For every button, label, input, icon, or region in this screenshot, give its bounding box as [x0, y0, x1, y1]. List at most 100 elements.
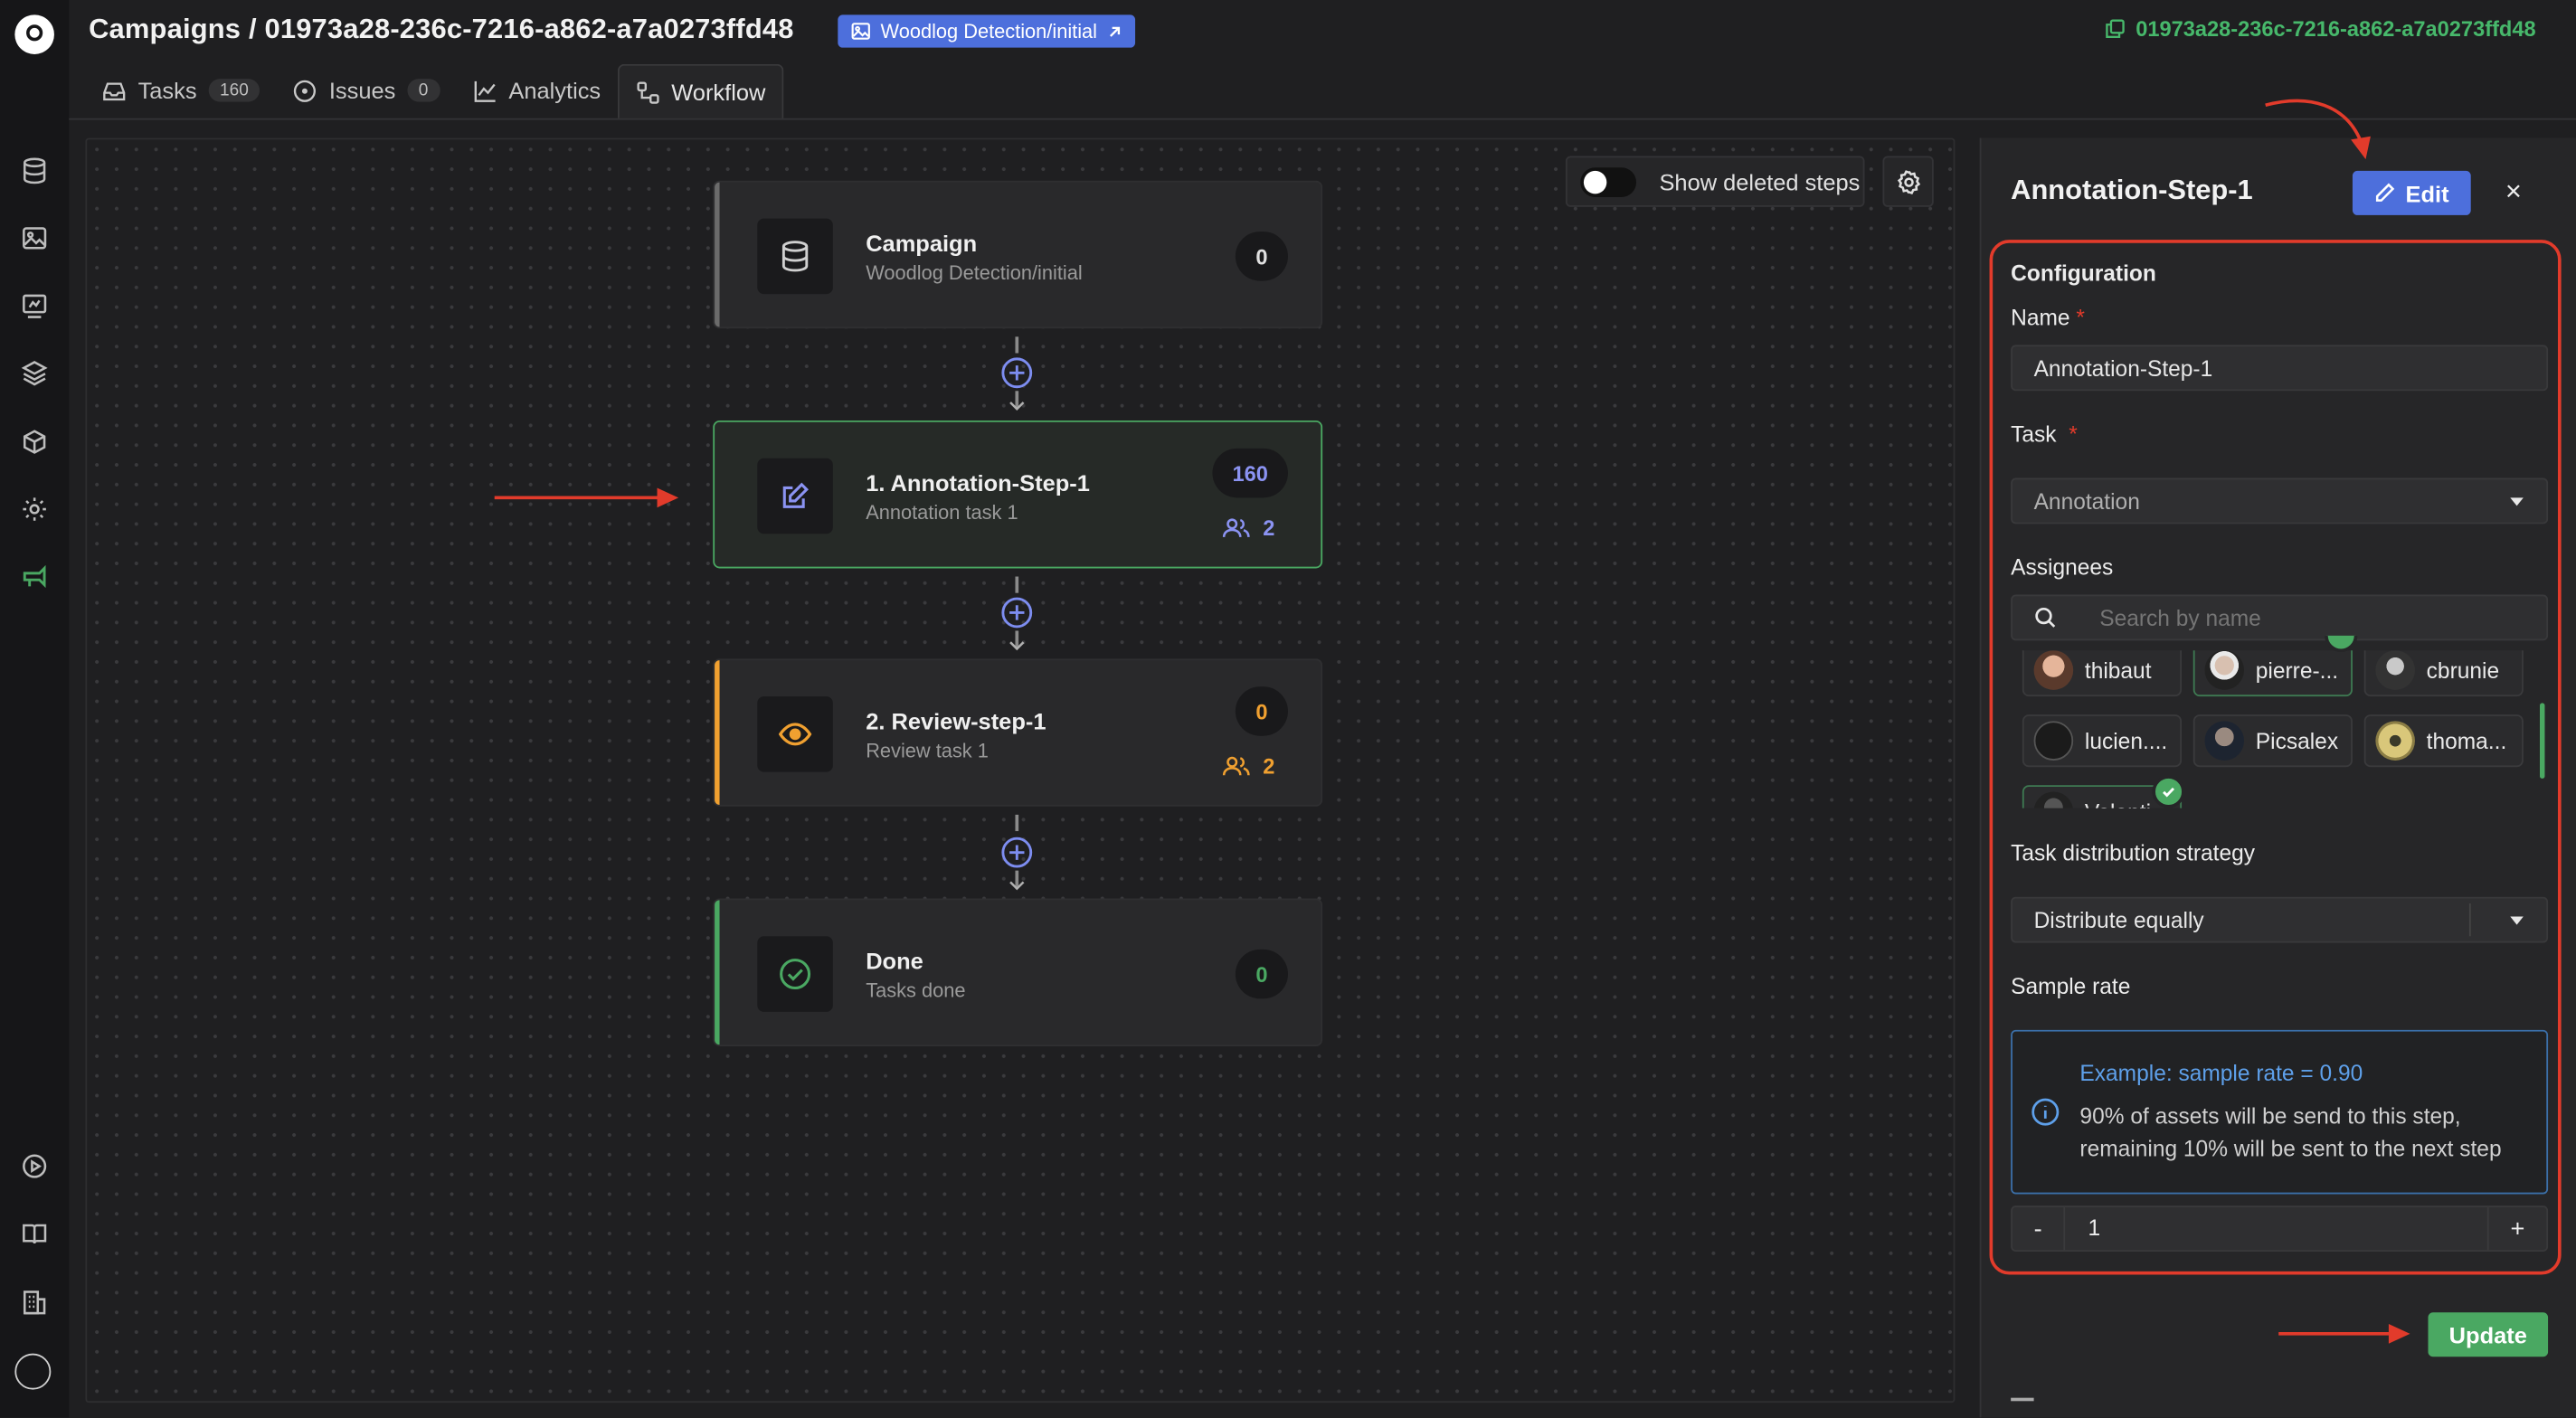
- app-logo[interactable]: [14, 14, 54, 54]
- avatar: [2375, 650, 2415, 690]
- update-button[interactable]: Update: [2428, 1312, 2549, 1357]
- connector-line: [1015, 576, 1018, 593]
- assignee-search[interactable]: [2011, 594, 2549, 641]
- close-icon: ×: [2505, 175, 2522, 207]
- assignee-chip-picsalex[interactable]: Picsalex: [2192, 714, 2353, 768]
- left-rail: [0, 0, 70, 1418]
- canvas-settings-button[interactable]: [1882, 156, 1934, 207]
- settings-icon[interactable]: [20, 495, 50, 525]
- panel-title: Annotation-Step-1: [2011, 174, 2253, 206]
- assignee-chip-lucien[interactable]: lucien....: [2022, 714, 2183, 768]
- name-label-text: Name: [2011, 305, 2070, 331]
- assignee-name: Valenti...: [2085, 799, 2170, 808]
- image-icon[interactable]: [20, 223, 50, 253]
- strategy-value: Distribute equally: [2033, 907, 2204, 932]
- node-accent-bar: [715, 660, 720, 805]
- configuration-heading: Configuration: [2011, 260, 2156, 287]
- avatar: [2204, 721, 2245, 761]
- gear-icon: [1895, 168, 1921, 194]
- node-assignees: 2: [1222, 515, 1274, 541]
- alert-circle-icon: [293, 78, 317, 102]
- sample-rate-label: Sample rate: [2011, 974, 2131, 999]
- show-deleted-toggle[interactable]: Show deleted steps: [1565, 156, 1865, 207]
- tab-label: Tasks: [137, 77, 197, 104]
- assignee-name: lucien....: [2084, 728, 2168, 753]
- play-circle-icon[interactable]: [20, 1151, 50, 1181]
- task-value: Annotation: [2033, 488, 2140, 514]
- user-avatar[interactable]: [14, 1353, 52, 1390]
- assignee-name: thibaut: [2084, 657, 2152, 683]
- database-icon: [777, 238, 813, 274]
- name-value: Annotation-Step-1: [2033, 355, 2213, 381]
- arrow-down-icon: [1007, 639, 1027, 653]
- truncated-label: [2011, 1397, 2034, 1404]
- copy-id-button[interactable]: 01973a28-236c-7216-a862-a7a0273ffd48: [2105, 16, 2536, 41]
- image-icon: [851, 22, 871, 42]
- required-mark: *: [2076, 305, 2085, 331]
- external-link-icon: [1107, 24, 1122, 38]
- node-subtitle: Woodlog Detection/initial: [866, 260, 1083, 285]
- assignee-chip-pierre[interactable]: pierre-...: [2192, 650, 2353, 697]
- book-icon[interactable]: [20, 1219, 50, 1249]
- tab-tasks[interactable]: Tasks 160: [85, 64, 276, 118]
- edit-button[interactable]: Edit: [2352, 170, 2471, 215]
- dataset-badge[interactable]: Woodlog Detection/initial: [838, 14, 1135, 48]
- node-subtitle: Annotation task 1: [866, 500, 1018, 525]
- assignee-count: 2: [1263, 753, 1275, 779]
- workflow-node-annotation-step[interactable]: 1. Annotation-Step-1 Annotation task 1 1…: [713, 420, 1323, 569]
- assignee-chip-thomas[interactable]: thoma...: [2363, 714, 2524, 768]
- layers-icon[interactable]: [20, 358, 50, 388]
- increment-button[interactable]: +: [2486, 1206, 2546, 1251]
- decrement-button[interactable]: -: [2012, 1206, 2066, 1251]
- tab-workflow[interactable]: Workflow: [617, 63, 784, 118]
- assignee-chip-thibaut[interactable]: thibaut: [2022, 650, 2183, 697]
- name-label: Name *: [2011, 306, 2085, 330]
- add-step-icon[interactable]: [1000, 836, 1033, 868]
- avatar: [2033, 650, 2074, 690]
- assignee-list: thibaut pierre-... cbrunie lucien.... Pi…: [2011, 650, 2548, 808]
- node-title: Done: [866, 948, 923, 975]
- sample-rate-stepper: - 1 +: [2011, 1205, 2549, 1253]
- assignees-label: Assignees: [2011, 554, 2114, 581]
- organization-icon[interactable]: [20, 1288, 50, 1318]
- connector-line: [1015, 336, 1018, 354]
- arrow-down-icon: [1007, 399, 1027, 412]
- add-step-icon[interactable]: [1000, 596, 1033, 629]
- assignee-name: Picsalex: [2255, 728, 2339, 753]
- workflow-node-done[interactable]: Done Tasks done 0: [713, 898, 1323, 1046]
- arrow-down-icon: [1007, 879, 1027, 893]
- add-step-icon[interactable]: [1000, 356, 1033, 389]
- close-panel-button[interactable]: ×: [2497, 175, 2530, 208]
- database-icon[interactable]: [20, 156, 50, 186]
- breadcrumb: Campaigns / 01973a28-236c-7216-a862-a7a0…: [89, 14, 794, 46]
- info-text-line1: 90% of assets will be send to this step,: [2079, 1103, 2461, 1129]
- node-title: 1. Annotation-Step-1: [866, 469, 1090, 496]
- task-label-text: Task: [2011, 421, 2057, 448]
- task-select[interactable]: Annotation: [2011, 477, 2549, 525]
- model-icon[interactable]: [20, 427, 50, 457]
- show-deleted-label: Show deleted steps: [1659, 168, 1861, 195]
- info-text-line2: remaining 10% will be sent to the next s…: [2079, 1136, 2502, 1162]
- breadcrumb-campaigns[interactable]: Campaigns: [89, 13, 242, 45]
- list-scrollbar[interactable]: [2539, 703, 2545, 779]
- tab-issues[interactable]: Issues 0: [277, 64, 457, 118]
- assignee-chip-cbrunie[interactable]: cbrunie: [2363, 650, 2524, 697]
- workflow-node-review-step[interactable]: 2. Review-step-1 Review task 1 0 2: [713, 658, 1323, 807]
- workflow-node-campaign[interactable]: Campaign Woodlog Detection/initial 0: [713, 180, 1323, 329]
- sample-rate-value[interactable]: 1: [2088, 1215, 2101, 1241]
- eye-icon: [777, 716, 813, 752]
- strategy-select[interactable]: Distribute equally: [2011, 896, 2549, 943]
- info-icon: [2031, 1097, 2060, 1127]
- users-icon: [1222, 755, 1250, 777]
- tab-analytics[interactable]: Analytics: [456, 64, 617, 118]
- node-icon-box: [757, 696, 833, 772]
- annotate-icon[interactable]: [20, 290, 50, 320]
- assignee-name: thoma...: [2426, 728, 2507, 753]
- annotation-arrow-icon: [493, 487, 682, 509]
- campaign-icon[interactable]: [20, 562, 50, 591]
- name-field[interactable]: Annotation-Step-1: [2011, 345, 2549, 392]
- toggle-switch[interactable]: [1580, 166, 1637, 197]
- assignee-name: cbrunie: [2426, 657, 2500, 683]
- sample-rate-info: [2011, 1029, 2549, 1195]
- search-input[interactable]: [2099, 602, 2527, 633]
